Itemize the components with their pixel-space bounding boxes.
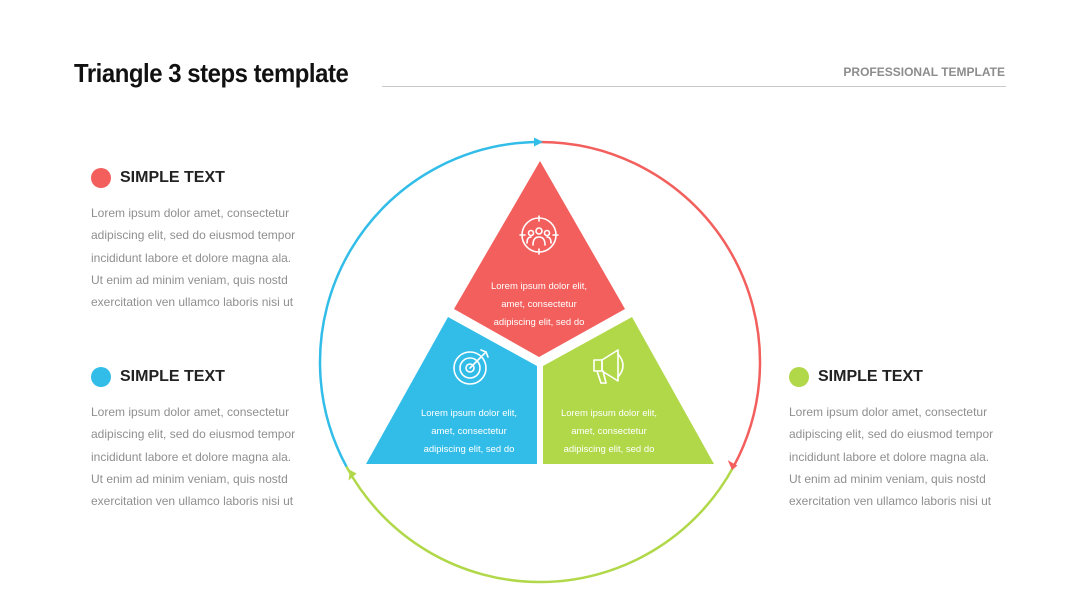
body-line: adipiscing elit, sed do eiusmod tempor [91,427,296,442]
team-target-icon [519,215,559,255]
red-arc [539,140,762,468]
body-line: exercitation ven ullamco laboris nisi ut [91,494,294,509]
body-line: adipiscing elit, sed do eiusmod tempor [789,427,994,442]
page-subtitle: PROFESSIONAL TEMPLATE [843,65,1005,79]
title-divider [382,86,1006,87]
blue-dot-icon [91,367,111,387]
block-heading: SIMPLE TEXT [120,169,225,186]
body-line: exercitation ven ullamco laboris nisi ut [91,295,294,310]
body-line: Lorem ipsum dolor amet, consectetur [91,405,290,419]
block-body: Lorem ipsum dolor amet, consectetur adip… [789,401,1029,512]
body-line: incididunt labore et dolore magna ala. [789,449,990,464]
page-title: Triangle 3 steps template [74,58,349,88]
green-arrowhead-icon [348,470,357,481]
top-triangle-segment [454,161,625,357]
body-line: Lorem ipsum dolor amet, consectetur [789,405,988,419]
text-block-red: SIMPLE TEXT Lorem ipsum dolor amet, cons… [91,166,331,313]
text-block-blue: SIMPLE TEXT Lorem ipsum dolor amet, cons… [91,365,331,512]
blue-arrowhead-icon [534,137,543,147]
bullseye-arrow-icon [453,349,489,385]
blue-arc [318,140,541,468]
top-segment-line: Lorem ipsum dolor elit, [491,281,587,292]
block-body: Lorem ipsum dolor amet, consectetur adip… [91,202,331,313]
left-segment-line: Lorem ipsum dolor elit, [421,408,517,419]
top-segment-line: amet, consectetur [501,299,577,310]
right-segment-line: adipiscing elit, sed do [564,444,655,455]
body-line: Ut enim ad minim veniam, quis nostd [91,272,288,287]
right-segment-line: amet, consectetur [571,426,647,437]
megaphone-icon [593,349,624,384]
left-triangle-segment [366,317,537,464]
block-body: Lorem ipsum dolor amet, consectetur adip… [91,401,331,512]
left-segment-line: amet, consectetur [431,426,507,437]
green-dot-icon [789,367,809,387]
body-line: exercitation ven ullamco laboris nisi ut [789,494,992,509]
red-arrowhead-icon [727,460,738,470]
top-segment-line: adipiscing elit, sed do [494,317,585,328]
green-arc [345,466,735,584]
text-block-green: SIMPLE TEXT Lorem ipsum dolor amet, cons… [789,365,1029,512]
body-line: Lorem ipsum dolor amet, consectetur [91,206,290,220]
body-line: Ut enim ad minim veniam, quis nostd [789,471,986,486]
right-segment-line: Lorem ipsum dolor elit, [561,408,657,419]
body-line: Ut enim ad minim veniam, quis nostd [91,471,288,486]
left-segment-line: adipiscing elit, sed do [424,444,515,455]
red-dot-icon [91,168,111,188]
right-triangle-segment [543,317,714,464]
body-line: incididunt labore et dolore magna ala. [91,449,292,464]
body-line: incididunt labore et dolore magna ala. [91,250,292,265]
block-heading: SIMPLE TEXT [818,368,923,385]
block-heading: SIMPLE TEXT [120,368,225,385]
body-line: adipiscing elit, sed do eiusmod tempor [91,228,296,243]
